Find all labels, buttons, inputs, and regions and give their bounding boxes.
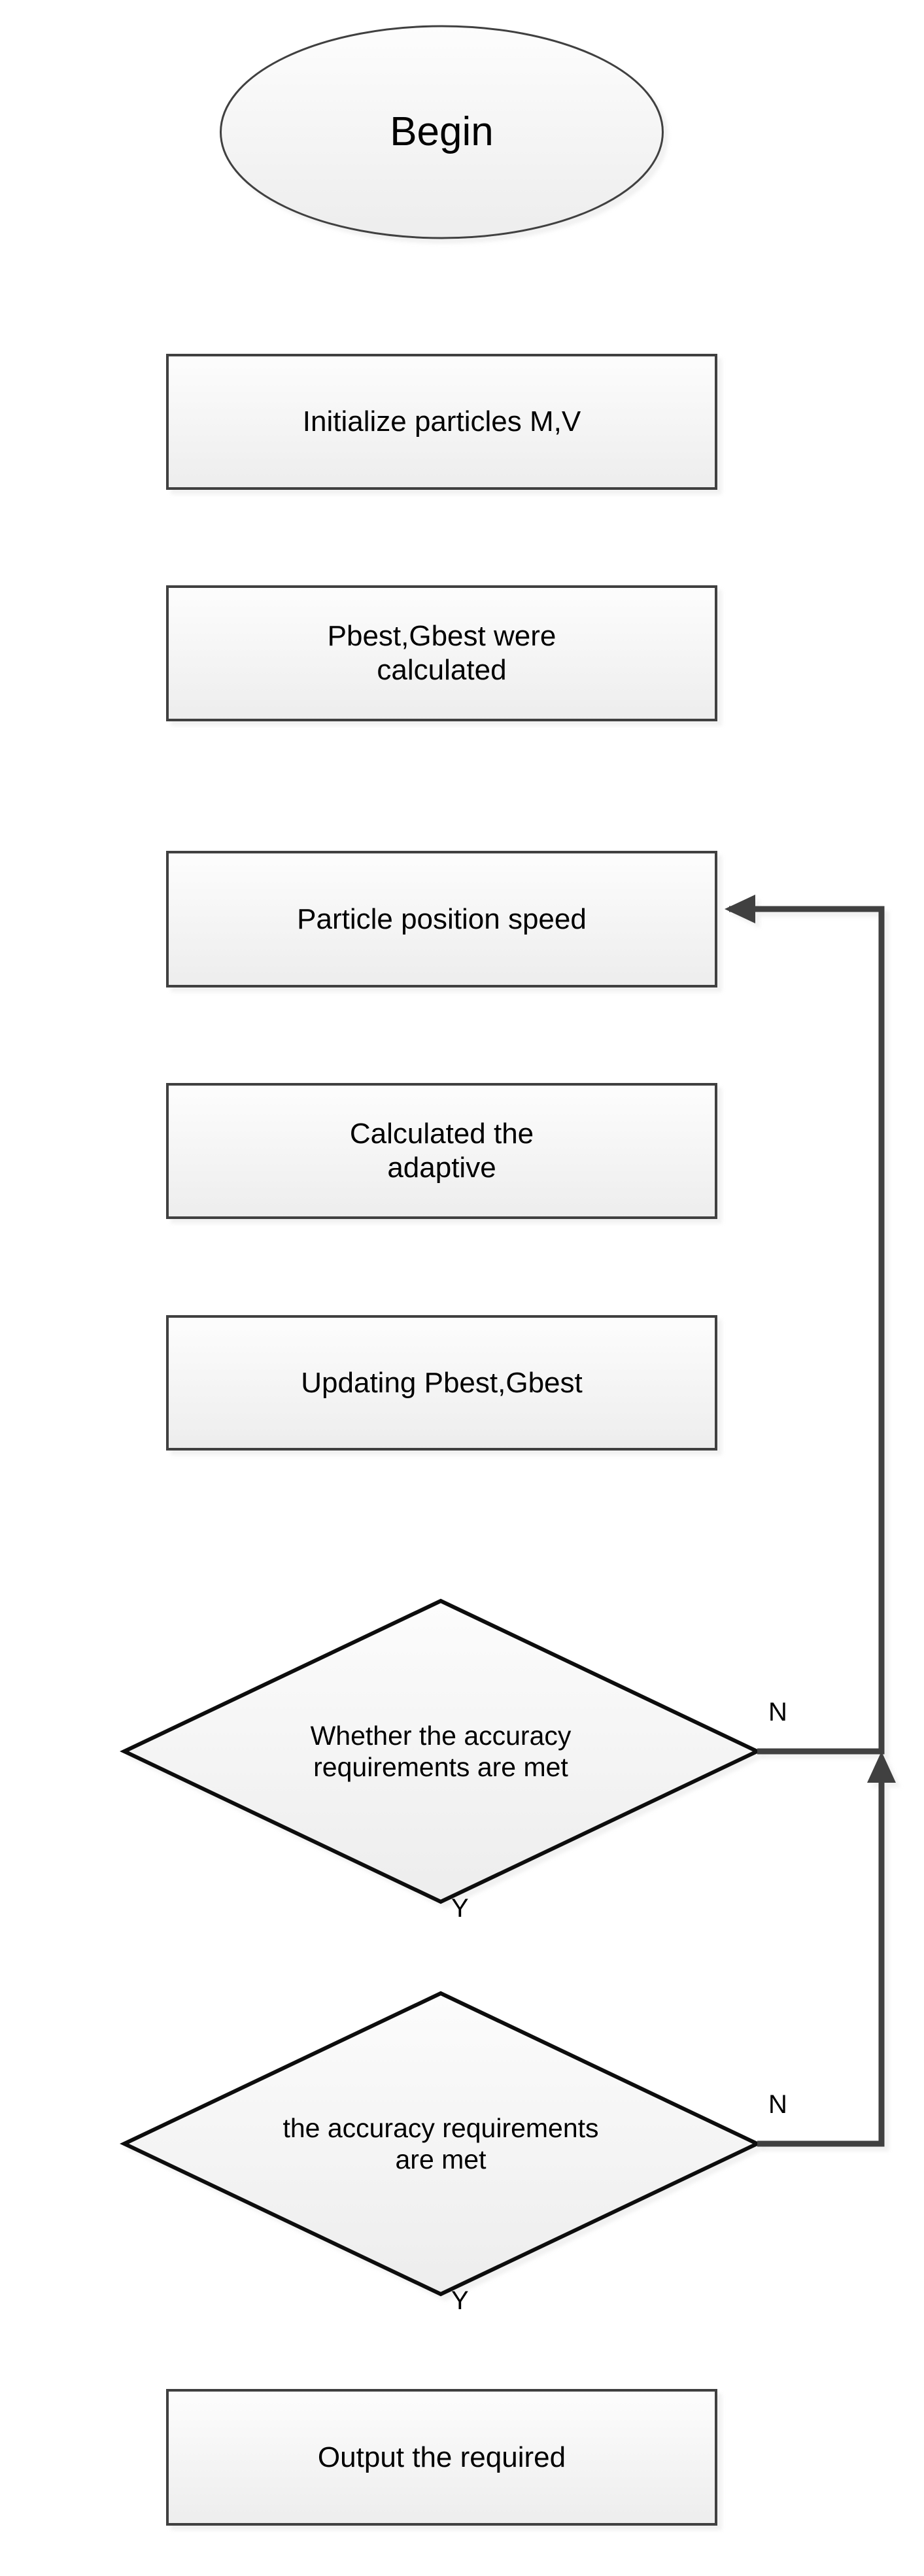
edge-label-no-decision2: N — [768, 2090, 787, 2119]
edge-label-yes-decision2: Y — [451, 2286, 469, 2315]
node-init-particles[interactable] — [167, 355, 716, 489]
edge-label-yes-decision1: Y — [451, 1894, 469, 1923]
edge-label-no-decision1: N — [768, 1698, 787, 1726]
node-whether-accuracy-met[interactable] — [124, 1601, 757, 1902]
node-output-the-required[interactable] — [167, 2390, 716, 2524]
node-accuracy-requirements-met[interactable] — [124, 1993, 757, 2294]
node-updating-pbest-gbest[interactable] — [167, 1316, 716, 1449]
edge-decision1-no-loopback — [725, 895, 885, 1755]
node-particle-position-speed[interactable] — [167, 852, 716, 986]
node-calculated-the-adaptive[interactable] — [167, 1084, 716, 1218]
node-pbest-gbest-calculated[interactable] — [167, 587, 716, 720]
node-begin[interactable] — [220, 26, 663, 238]
edge-decision2-no-loopback — [757, 1751, 896, 2147]
